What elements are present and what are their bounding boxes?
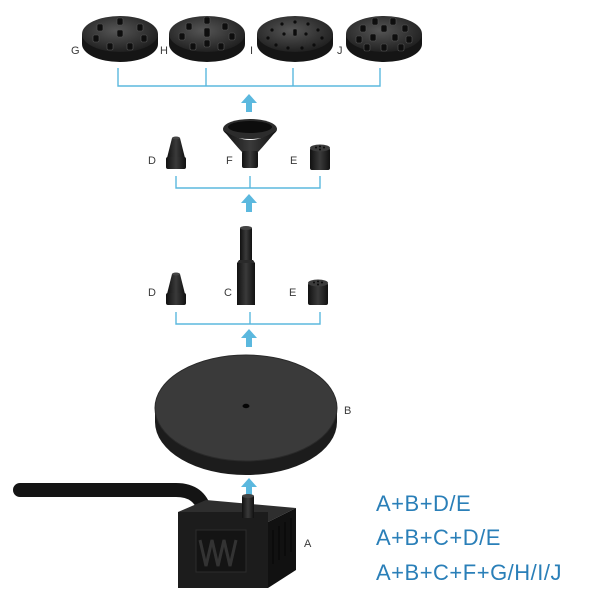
nozzle-head-h [169,16,245,62]
combination-1: A+B+D/E [376,491,472,516]
label-d-mid: D [148,287,156,299]
extension-tube-c [237,226,255,305]
bracket-middle-bottom [175,312,321,325]
label-e-top: E [290,155,298,167]
nozzle-head-j [346,16,422,62]
label-a: A [304,538,312,550]
arrow-to-middle-top [241,194,257,212]
label-i: I [250,45,254,57]
label-j: J [337,45,343,57]
label-f: F [226,155,233,167]
nozzle-e-mid [308,279,328,305]
label-d-top: D [148,155,156,167]
nozzle-d-top [166,136,186,169]
label-h: H [160,45,168,57]
arrow-to-middle-bottom [241,329,257,347]
label-c: C [224,287,232,299]
arrow-to-heads [241,94,257,112]
label-g: G [71,45,80,57]
combination-2: A+B+C+D/E [376,525,501,550]
label-e-mid: E [289,287,297,299]
nozzle-d-mid [166,272,186,305]
bracket-heads [117,68,381,87]
bracket-middle-top [175,176,321,189]
pump-a [178,494,296,588]
arrow-to-float [241,478,257,497]
nozzle-e-top [310,144,330,170]
nozzle-head-g [82,16,158,62]
label-b: B [344,405,352,417]
nozzle-head-i [257,16,333,62]
nozzle-f [223,119,277,168]
foam-float-b [154,354,338,475]
combination-3: A+B+C+F+G/H/I/J [376,560,563,585]
